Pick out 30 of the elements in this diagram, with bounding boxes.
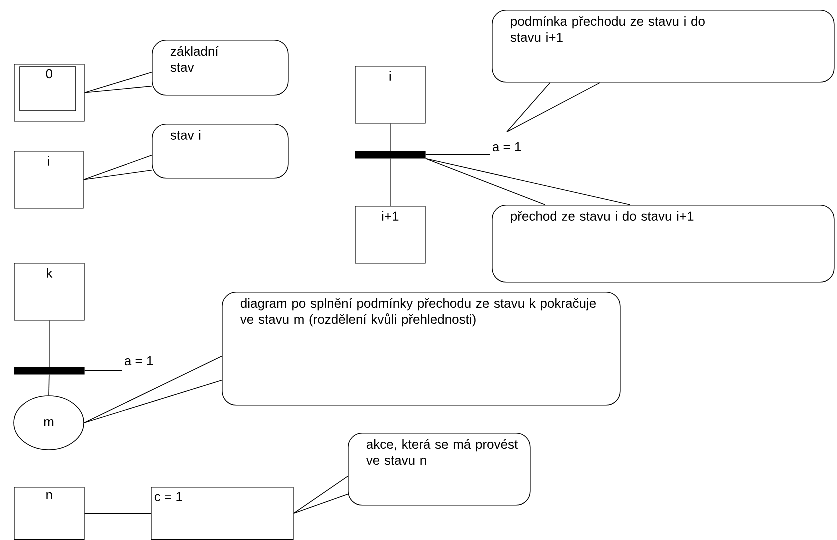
condition-text: a = 1 [124, 356, 154, 366]
transition-bar [355, 151, 426, 159]
condition-line [84, 370, 122, 372]
callout-pointer [293, 476, 348, 514]
step-box: i+1 [355, 206, 426, 264]
step-box: i [14, 151, 84, 209]
callout-pointer [425, 158, 631, 206]
callout-bubble: podmínka přechodu ze stavu i do stavu i+1 [492, 10, 835, 83]
connector-line [390, 123, 391, 152]
connector-line [48, 374, 50, 396]
connector-line [390, 158, 391, 206]
step-box: k [14, 263, 85, 321]
callout-bubble: základní stav [152, 40, 289, 96]
transition-bar [14, 367, 85, 375]
step-box: n [14, 487, 85, 540]
callout-pointer [84, 356, 222, 424]
action-box: c = 1 [151, 487, 294, 540]
callout-bubble: diagram po splnění podmínky přechodu ze stavu k pokračuje ve stavu m (rozdělení kvůli přehlednosti) [222, 292, 621, 406]
initial-step-box: 0 [14, 64, 85, 122]
callout-pointer [83, 155, 152, 180]
connector-line [84, 513, 152, 514]
connector-line [49, 320, 50, 368]
callout-bubble: akce, která se má provést ve stavu n [348, 433, 531, 506]
callout-pointer [506, 82, 601, 133]
callout-pointer [84, 72, 152, 94]
callout-bubble: přechod ze stavu i do stavu i+1 [492, 205, 835, 283]
callout-bubble: stav i [152, 124, 289, 179]
condition-line [425, 154, 490, 156]
condition-text: a = 1 [492, 142, 522, 152]
step-box: i [355, 66, 426, 124]
